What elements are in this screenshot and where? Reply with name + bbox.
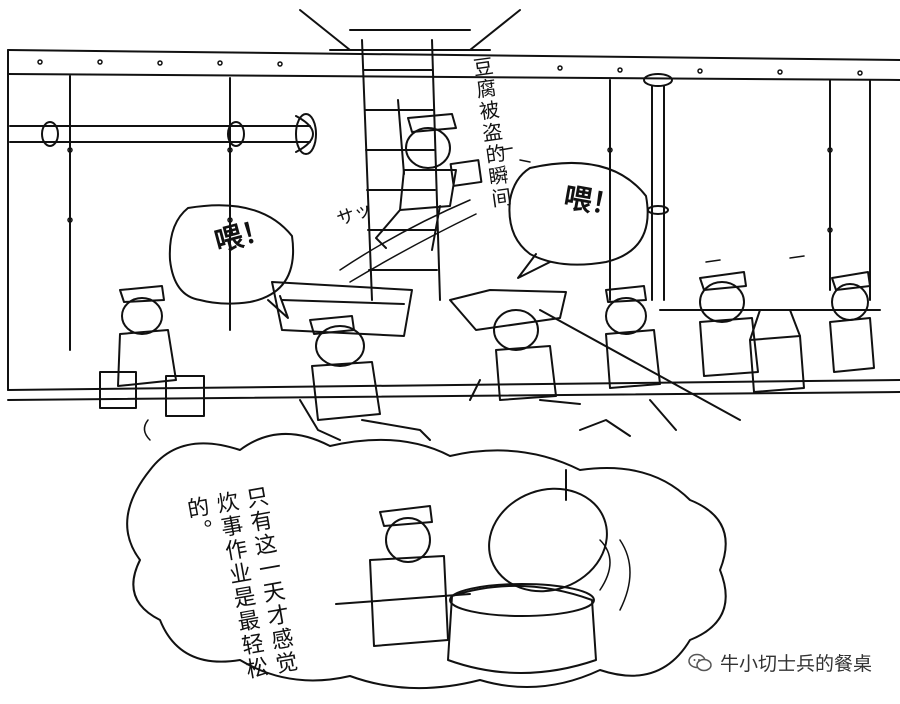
bulkhead-walls: [7, 73, 900, 401]
speech-bubble-left: [168, 204, 295, 305]
soldier-carrying-box: [449, 289, 581, 405]
watermark: 牛小切士兵的餐桌: [688, 649, 872, 676]
vertical-pipe: [643, 73, 673, 301]
steam-kettle: [447, 469, 631, 674]
wechat-icon: [688, 653, 712, 671]
soldier-squatting: [99, 285, 205, 417]
speech-bubble-left-tail: [267, 295, 289, 319]
pipe: [9, 113, 317, 155]
motion-lines: [339, 147, 805, 283]
speech-bubble-right: [508, 162, 649, 266]
rivets: [37, 59, 863, 233]
soldiers-with-bucket: [659, 271, 881, 393]
ceiling-beams: [7, 9, 900, 81]
speech-bubble-right-tail: [517, 253, 551, 279]
soldier-with-tray: [271, 281, 431, 441]
watermark-text: 牛小切士兵的餐桌: [719, 653, 872, 675]
soldier-running: [539, 285, 741, 437]
thought-cloud: [126, 432, 727, 690]
soldier-cooking: [335, 505, 471, 647]
soldier-climbing: [375, 99, 483, 251]
